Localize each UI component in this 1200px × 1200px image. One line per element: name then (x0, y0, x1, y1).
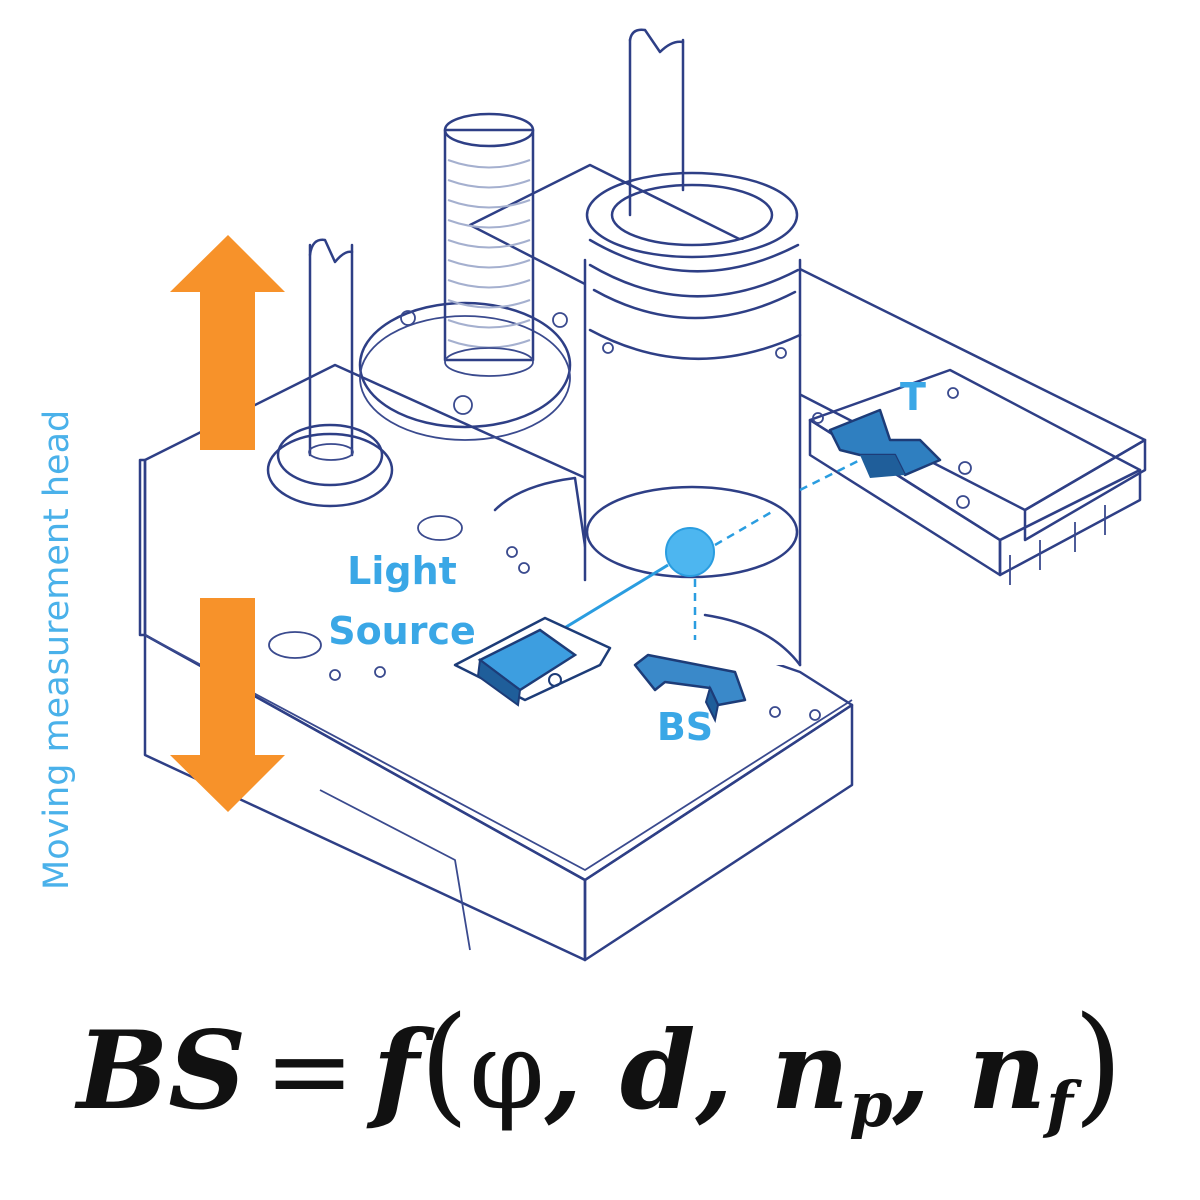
screw-hole (417, 515, 463, 541)
screw-hole (956, 495, 970, 509)
formula-separator: , (695, 1008, 734, 1134)
formula-lhs: BS (76, 1008, 247, 1134)
screw-hole (518, 562, 530, 574)
formula-arg-d: d (620, 1008, 696, 1134)
transmission-detector (828, 408, 942, 478)
back-plate (468, 163, 1147, 542)
screw-hole (453, 395, 473, 415)
screw-hole (400, 310, 416, 326)
bs-label: BS (657, 705, 713, 749)
plate-holes (268, 515, 821, 721)
formula-arg-np-sub: p (849, 1068, 893, 1141)
screw-hole (329, 669, 341, 681)
screw-hole (812, 412, 824, 424)
light-source-component (453, 616, 612, 707)
formula-arg-nf-base: n (967, 1008, 1047, 1134)
transmission-board (808, 368, 1142, 585)
screw-hole (374, 666, 386, 678)
formula-arg-np: np (770, 1008, 893, 1141)
light-source-label-line2: Source (328, 609, 476, 653)
light-beams (547, 458, 861, 640)
formula-arg-phi: φ (469, 1009, 545, 1134)
screw-hole (552, 312, 568, 328)
formula-separator: , (544, 1008, 583, 1134)
screw-hole (947, 387, 959, 399)
formula-open-paren: ( (419, 990, 470, 1139)
rear-rod (628, 28, 685, 217)
formula-arg-nf-sub: f (1046, 1068, 1074, 1141)
screw-hole (268, 631, 322, 659)
screw-hole (958, 461, 972, 475)
formula-separator: , (892, 1008, 931, 1134)
vial-opening (493, 476, 592, 582)
screw-hole (809, 709, 821, 721)
moving-head-label: Moving measurement head (37, 410, 77, 890)
screw-hole (769, 706, 781, 718)
measurement-spot (665, 527, 715, 577)
formula-arg-nf: nf (967, 1008, 1073, 1141)
screw-hole (506, 546, 518, 558)
base-plate (138, 363, 854, 962)
t-label: T (900, 375, 926, 419)
left-rod (266, 238, 394, 508)
backscatter-detector (633, 653, 747, 724)
light-source-label-line1: Light (347, 549, 457, 593)
backscatter-formula: BS=f(φ, d, np, nf) (0, 975, 1200, 1154)
threaded-rod (443, 112, 535, 377)
sample-vial (583, 171, 802, 667)
formula-close-paren: ) (1073, 990, 1123, 1139)
down-arrow-icon (170, 598, 285, 812)
flange-mount (358, 301, 572, 441)
formula-function: f (372, 1008, 420, 1134)
up-arrow-icon (170, 235, 285, 450)
formula-equals: = (264, 1009, 355, 1134)
formula-arg-np-base: n (770, 1008, 850, 1134)
